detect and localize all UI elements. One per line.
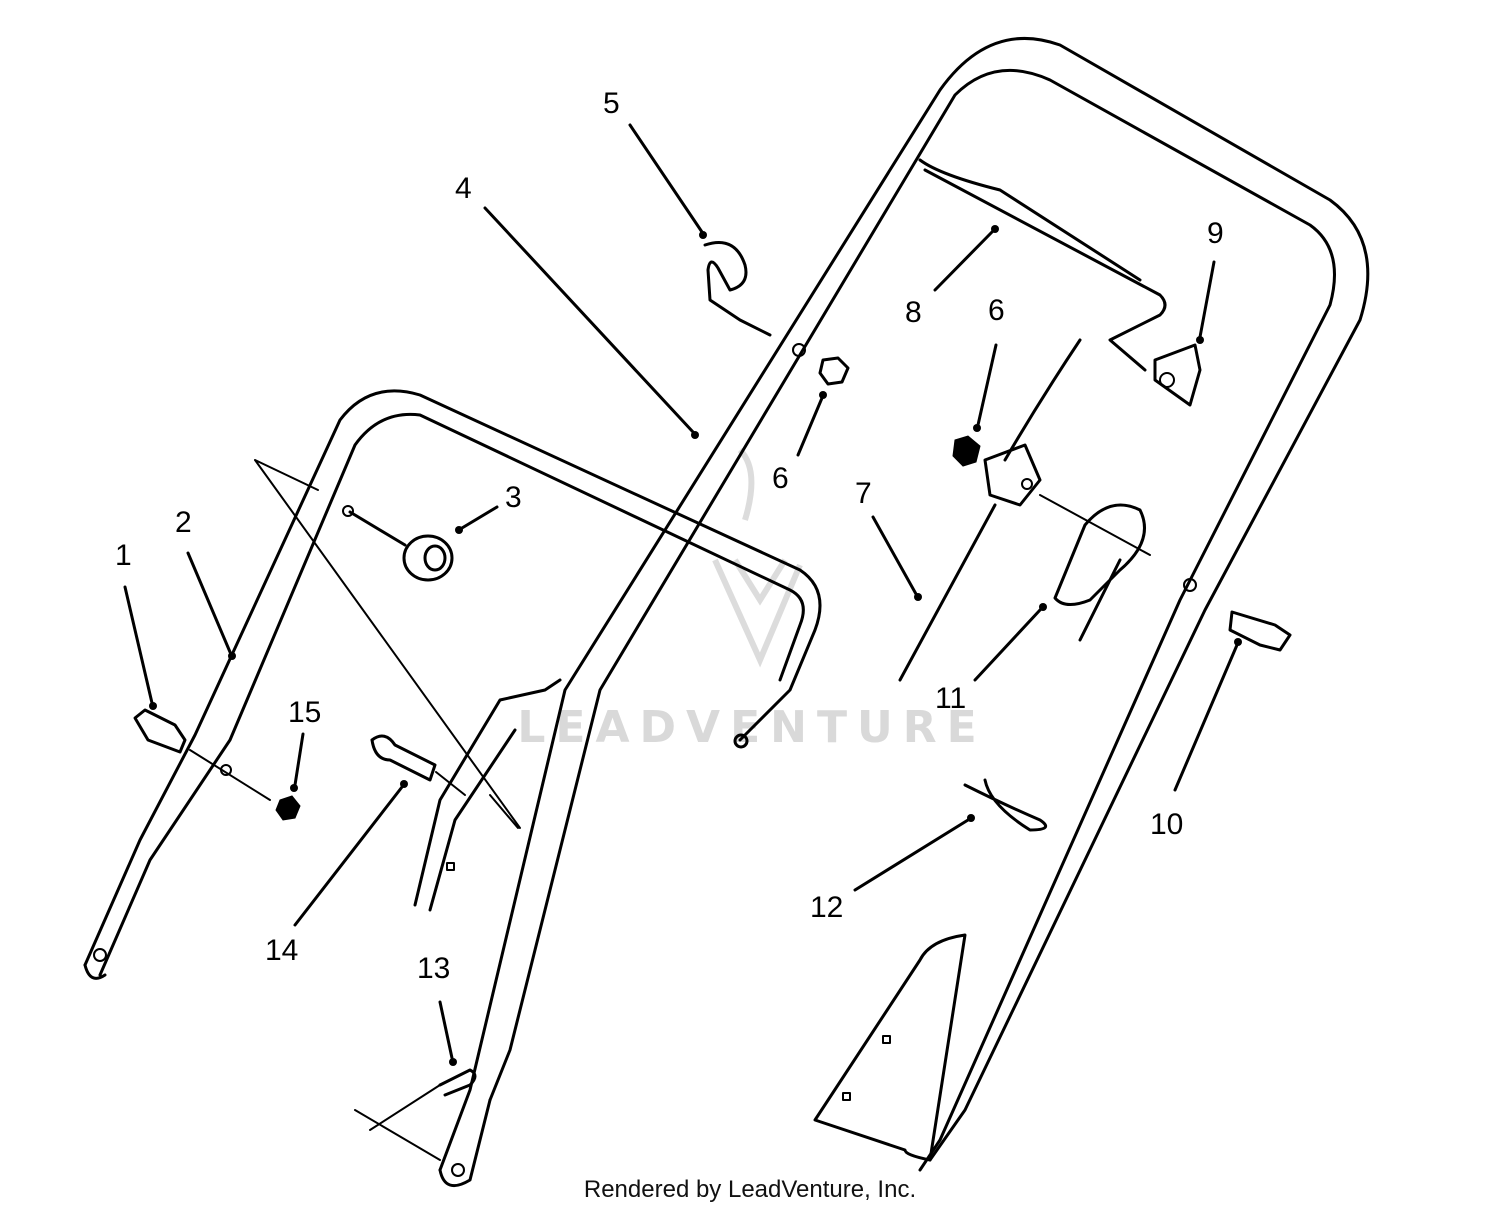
footer-credit: Rendered by LeadVenture, Inc. (583, 1176, 917, 1203)
knob (342, 505, 454, 582)
callout-6a: 6 (772, 462, 789, 495)
callout-6b: 6 (988, 294, 1005, 327)
upper-handle (438, 37, 1370, 1188)
callout-14: 14 (265, 934, 298, 967)
control-bracket (1153, 343, 1202, 407)
cable-tie (963, 778, 1048, 832)
control-rod (923, 168, 1167, 372)
control-lever (1053, 503, 1146, 642)
callout-5: 5 (603, 87, 620, 120)
lower-handle (83, 389, 822, 980)
callout-2: 2 (175, 506, 192, 539)
callout-10: 10 (1150, 808, 1183, 841)
carriage-bolt (370, 734, 437, 782)
callout-11: 11 (935, 682, 966, 715)
callout-7: 7 (855, 477, 872, 510)
callout-13: 13 (417, 952, 450, 985)
callout-15: 15 (288, 696, 321, 729)
callout-1: 1 (115, 539, 132, 572)
leader-lines (123, 123, 1242, 1066)
callout-3: 3 (505, 481, 522, 514)
hex-nut-right (952, 435, 981, 467)
callout-8: 8 (905, 296, 922, 329)
bolt-right (1183, 578, 1292, 652)
callout-9: 9 (1207, 217, 1224, 250)
bolt-left (133, 708, 187, 754)
callout-labels: 1 2 3 4 5 6 6 7 8 9 10 11 12 13 14 15 (115, 87, 1224, 985)
hex-nut-left (275, 795, 301, 821)
callout-12: 12 (810, 891, 843, 924)
callout-4: 4 (455, 172, 472, 205)
hex-nut-upper (792, 343, 850, 386)
control-cable (898, 338, 1082, 682)
cable-guide (703, 241, 772, 337)
hairpin-clip (438, 1068, 477, 1097)
